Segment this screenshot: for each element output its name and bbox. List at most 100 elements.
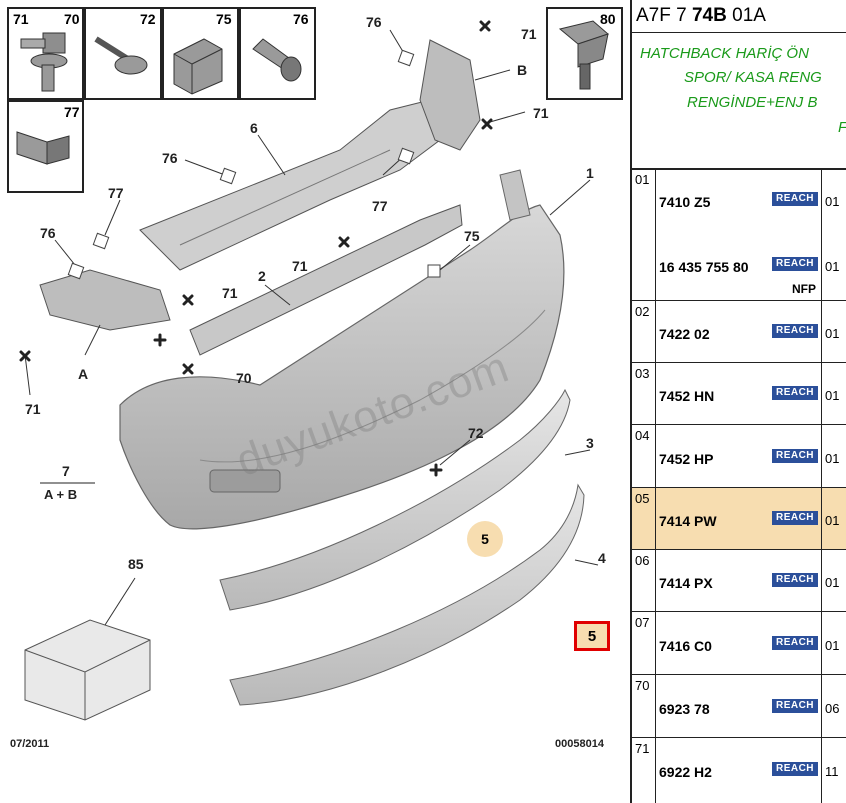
highlight-box-5[interactable]: 5 [574, 621, 610, 651]
quantity-cell: 01 01 [821, 169, 846, 300]
quantity-cell: 01 [821, 550, 846, 611]
callout-2: 2 [258, 268, 266, 284]
absorber [189, 204, 463, 356]
parts-row-selected[interactable]: 05 7414 PW REACH 01 [632, 488, 846, 550]
part-number[interactable]: 7422 02 [659, 326, 710, 342]
push-clip-icon [558, 20, 609, 90]
callout-6: 6 [250, 120, 258, 136]
ref-bold: 74B [691, 5, 727, 26]
highlight-bubble-5[interactable]: 5 [467, 521, 503, 557]
callout-7: 7 [62, 463, 70, 479]
callout-75: 75 [464, 228, 480, 244]
callout-85: 85 [128, 556, 144, 572]
part-number[interactable]: 6923 78 [659, 701, 710, 717]
part-number[interactable]: 7414 PX [659, 575, 713, 591]
ref-prefix: A7F 7 [636, 5, 692, 26]
quantity: 06 [825, 701, 840, 716]
reach-badge: REACH [772, 192, 818, 206]
part-number[interactable]: 7452 HN [659, 388, 715, 404]
quantity: 11 [825, 764, 839, 779]
bracket-b [419, 39, 481, 151]
callout-b: B [517, 62, 528, 78]
bumper-cover [119, 204, 565, 530]
row-position: 70 [632, 675, 656, 737]
callout-77: 77 [372, 198, 388, 214]
row-position: 06 [632, 550, 656, 611]
diagram-reference: A7F 7 74B 01A [632, 0, 846, 33]
nfp-note: NFP [792, 282, 816, 296]
part-description: HATCHBACK HARİÇ ÖN SPOR/ KASA RENG RENGİ… [632, 33, 846, 170]
parts-row[interactable]: 71 6922 H2 REACH 11 [632, 738, 846, 803]
callout-72: 72 [468, 425, 484, 441]
part-number[interactable]: 7414 PW [659, 513, 717, 529]
quantity: 01 [825, 326, 840, 341]
thumb-label-72: 72 [140, 11, 156, 27]
quantity-cell: 01 [821, 363, 846, 424]
parts-row[interactable]: 01 7410 Z5 REACH 16 435 755 80 REACH NFP… [632, 169, 846, 301]
callout-71: 71 [533, 105, 549, 121]
trim-4 [229, 483, 585, 706]
trim-3 [219, 388, 571, 611]
part-number[interactable]: 6922 H2 [659, 764, 712, 780]
thumb-72: 72 [84, 7, 162, 100]
footer-date: 07/2011 [10, 738, 50, 750]
parts-row[interactable]: 03 7452 HN REACH 01 [632, 363, 846, 425]
thumb-label-70: 70 [64, 11, 80, 27]
part-number[interactable]: 16 435 755 80 [659, 259, 749, 275]
reach-badge: REACH [772, 386, 818, 400]
bracket-a [39, 269, 171, 331]
reach-badge: REACH [772, 511, 818, 525]
part-number[interactable]: 7416 C0 [659, 638, 712, 654]
callout-4: 4 [598, 550, 606, 566]
reach-badge: REACH [772, 257, 818, 271]
reach-badge: REACH [772, 449, 818, 463]
quantity: 01 [825, 259, 840, 274]
thumb-77: 77 [7, 100, 84, 193]
quantity-cell: 01 [821, 301, 846, 362]
quantity: 01 [825, 451, 840, 466]
callout-71: 71 [222, 285, 238, 301]
part-number[interactable]: 7410 Z5 [659, 194, 711, 210]
reach-badge: REACH [772, 699, 818, 713]
quantity: 01 [825, 388, 840, 403]
thumb-76: 76 [239, 7, 316, 100]
exploded-parts-diagram: 71 70 72 75 76 77 [7, 7, 623, 750]
reach-badge: REACH [772, 324, 818, 338]
thumb-label-76: 76 [293, 11, 309, 27]
rivet-icon [252, 38, 302, 82]
callout-71: 71 [521, 26, 537, 42]
clip-kit-box [24, 619, 151, 721]
callout-76: 76 [366, 14, 382, 30]
parts-row[interactable]: 70 6923 78 REACH 06 [632, 675, 846, 738]
parts-row[interactable]: 07 7416 C0 REACH 01 [632, 612, 846, 675]
quantity: 01 [825, 194, 840, 209]
parts-list-panel: A7F 7 74B 01A HATCHBACK HARİÇ ÖN SPOR/ K… [630, 0, 846, 803]
callout-71: 71 [25, 401, 41, 417]
parts-row[interactable]: 06 7414 PX REACH 01 [632, 550, 846, 612]
callout-a: A [78, 366, 89, 382]
quantity-cell: 11 [821, 738, 846, 803]
quantity: 01 [825, 575, 840, 590]
diagram-drawing [19, 20, 599, 721]
callout-7-sub: A + B [44, 487, 78, 502]
reach-badge: REACH [772, 573, 818, 587]
thumb-71-70: 71 70 [7, 7, 84, 100]
desc-line-2: SPOR/ KASA RENG [684, 69, 822, 86]
spacer-icon [16, 131, 70, 165]
callout-71: 71 [292, 258, 308, 274]
callout-1: 1 [586, 165, 594, 181]
callout-76: 76 [40, 225, 56, 241]
desc-line-4: F [838, 119, 846, 136]
parts-row[interactable]: 02 7422 02 REACH 01 [632, 301, 846, 363]
row-position: 03 [632, 363, 656, 424]
part-number[interactable]: 7452 HP [659, 451, 714, 467]
row-position: 71 [632, 738, 656, 803]
quantity: 01 [825, 638, 840, 653]
desc-line-1: HATCHBACK HARİÇ ÖN [640, 45, 809, 62]
callout-3: 3 [586, 435, 594, 451]
parts-row[interactable]: 04 7452 HP REACH 01 [632, 425, 846, 488]
thumb-label-71: 71 [13, 11, 29, 27]
self-tapping-screw-icon [94, 36, 148, 75]
quantity-cell: 01 [821, 612, 846, 674]
reach-badge: REACH [772, 636, 818, 650]
